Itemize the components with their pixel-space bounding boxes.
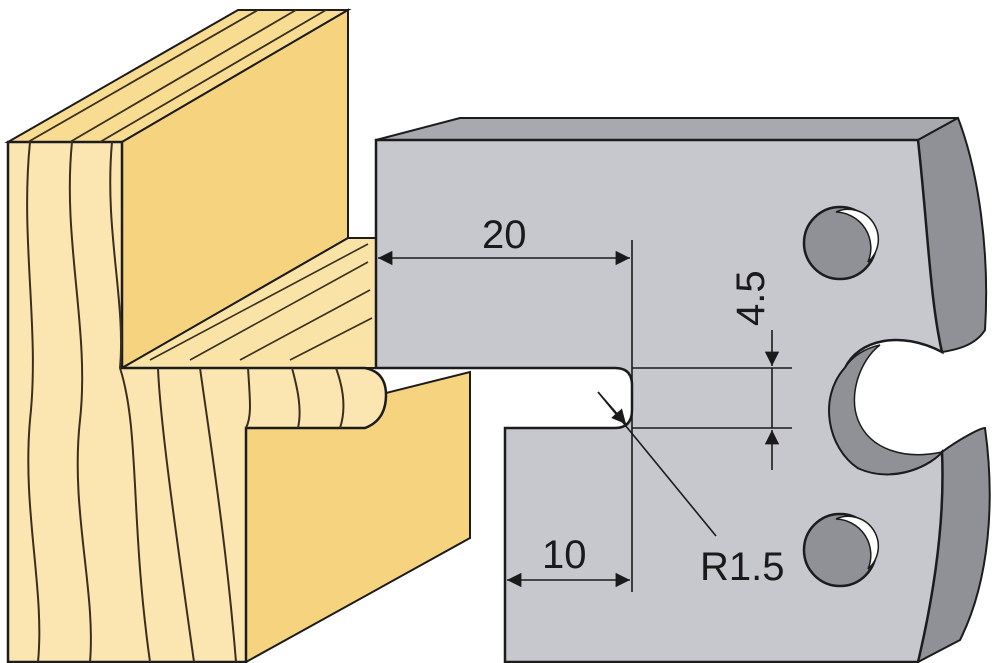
dim-20-label: 20	[482, 213, 527, 257]
wood-ledge-grain	[149, 243, 373, 361]
wood-end-grain	[6, 140, 388, 663]
wood-top-grain	[27, 9, 327, 143]
dim-45-label: 4.5	[729, 270, 773, 326]
wood-grain-lines	[26, 141, 345, 663]
dim-10-label: 10	[542, 533, 587, 577]
notch-bevel	[828, 344, 945, 475]
bolt-hole-top	[802, 205, 880, 281]
dim-r15-label: R1.5	[700, 545, 785, 589]
bolt-hole-bottom	[802, 512, 880, 588]
blade-top-bevel	[375, 117, 959, 141]
knife-blade	[374, 116, 991, 663]
wood-workpiece	[4, 8, 471, 663]
dimension-lines	[378, 240, 792, 592]
